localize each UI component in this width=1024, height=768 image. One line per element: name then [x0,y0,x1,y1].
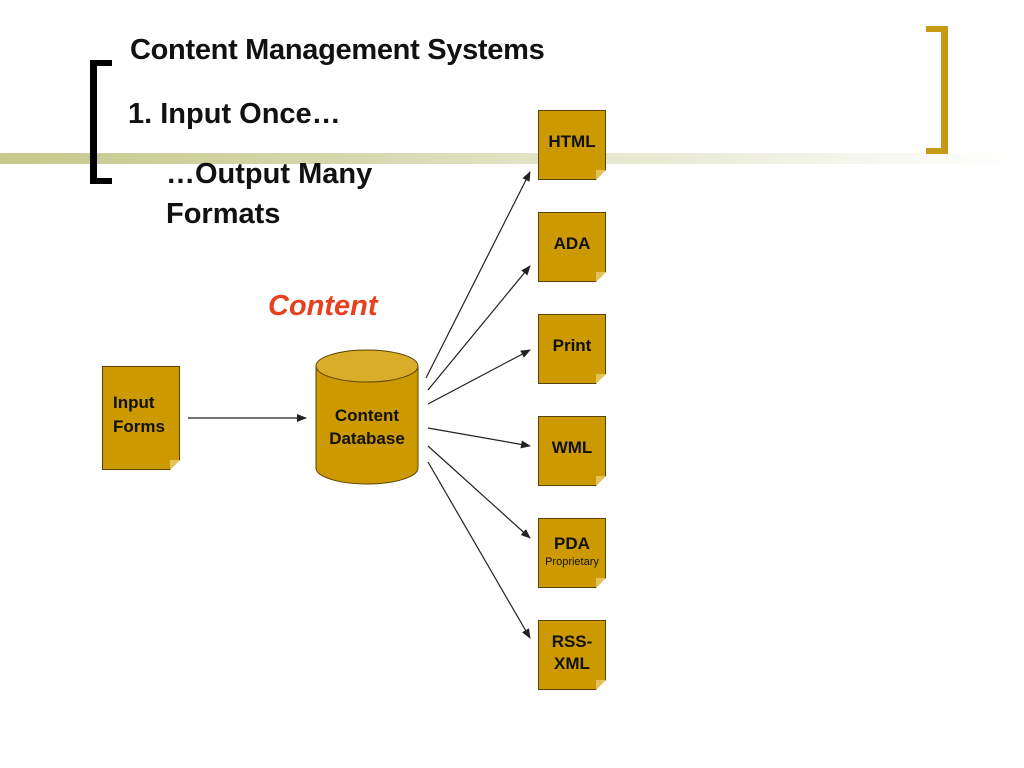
left-bracket [90,60,112,184]
header-rule [0,153,1024,164]
output-rss-xml-box: RSS- XML [538,620,606,690]
input-forms-label: Input Forms [113,393,165,436]
content-label: Content [268,290,378,322]
arrow-to-pda [427,445,531,539]
content-database-label: Content Database [329,406,405,448]
arrow-to-ada [427,265,531,391]
output-html-box: HTML [538,110,606,180]
right-bracket [926,26,948,154]
output-ada-box: ADA [538,212,606,282]
output-print-box: Print [538,314,606,384]
output-ada-label: ADA [553,234,591,253]
output-pda-box: PDA Proprietary [538,518,606,588]
arrow-to-wml [427,427,531,449]
arrow-to-html [425,171,531,379]
point-output-many: …Output Many Formats [166,158,373,230]
output-wml-label: WML [551,438,593,457]
content-database-cylinder [315,349,419,485]
output-print-label: Print [552,336,592,355]
output-pda-label: PDA [554,534,590,553]
input-forms-box: Input Forms [102,366,180,470]
arrow-to-print [427,349,531,405]
point-input-once: 1. Input Once… [128,98,341,130]
output-pda-sublabel: Proprietary [545,556,599,568]
output-wml-box: WML [538,416,606,486]
arrow-to-rss-xml [427,461,531,639]
slide-title: Content Management Systems [130,34,545,66]
output-rss-xml-label: RSS- XML [551,632,593,673]
output-html-label: HTML [548,132,596,151]
